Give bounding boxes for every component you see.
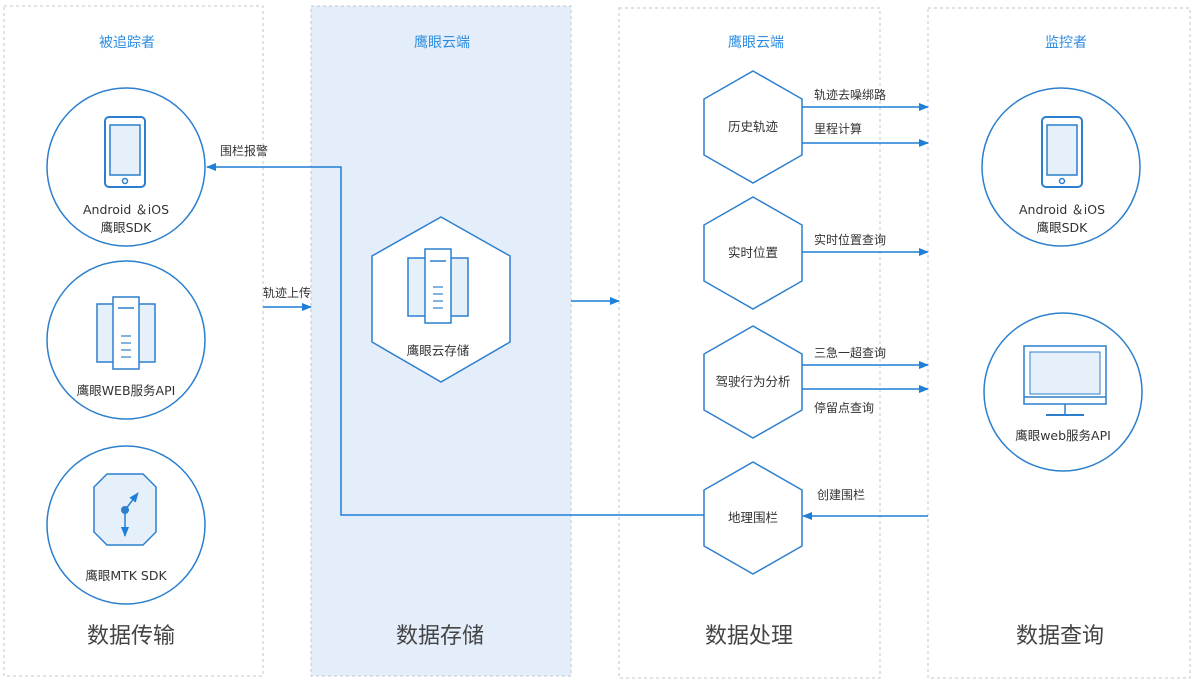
source-mobile-sdk-name: 鹰眼SDK (101, 220, 153, 235)
process-geofence-node[interactable]: 地理围栏 (703, 461, 803, 575)
track-upload-label: 轨迹上传 (263, 285, 311, 300)
cloud-storage-server-icon (407, 248, 469, 324)
smartphone-icon (104, 116, 146, 188)
desktop-monitor-icon (1023, 345, 1107, 416)
source-mtk-sdk-label: 鹰眼MTK SDK (85, 568, 167, 583)
mileage-label: 里程计算 (814, 121, 862, 136)
source-mobile-sdk-platforms: Android ＆iOS (83, 202, 169, 217)
source-web-api-node[interactable]: 鹰眼WEB服务API (46, 260, 206, 420)
column-footer-processing: 数据处理 (705, 624, 793, 649)
fence-alarm-label: 围栏报警 (220, 143, 268, 158)
server-stack-icon (96, 296, 156, 370)
process-geofence-label: 地理围栏 (728, 510, 778, 525)
storage-node[interactable]: 鹰眼云存储 (371, 216, 511, 383)
denoise-label: 轨迹去噪绑路 (814, 87, 886, 102)
source-mtk-sdk-node[interactable]: 鹰眼MTK SDK (46, 445, 206, 605)
stop-point-query-label: 停留点查询 (814, 400, 874, 415)
process-history-track-label: 历史轨迹 (728, 119, 779, 134)
realtime-query-label: 实时位置查询 (814, 232, 886, 247)
panel-data-query (927, 7, 1191, 679)
consumer-web-api-node[interactable]: 鹰眼web服务API (983, 312, 1143, 472)
process-realtime-location-label: 实时位置 (728, 245, 778, 260)
fence-alarm-arrow (206, 163, 704, 516)
panel-data-transmission (3, 5, 264, 677)
column-footer-query: 数据查询 (1016, 624, 1104, 649)
column-header-monitor: 监控者 (1045, 35, 1087, 51)
panel-data-processing (618, 7, 881, 679)
storage-label: 鹰眼云存储 (407, 343, 470, 358)
smartphone-icon (1041, 116, 1083, 188)
process-history-track-node[interactable]: 历史轨迹 (703, 70, 803, 184)
process-driving-behavior-label: 驾驶行为分析 (715, 374, 790, 389)
column-header-cloud-processing: 鹰眼云端 (728, 35, 784, 51)
column-footer-transmission: 数据传输 (87, 624, 175, 649)
consumer-mobile-sdk-name: 鹰眼SDK (1037, 220, 1089, 235)
column-footer-storage: 数据存储 (396, 624, 484, 649)
consumer-web-api-label: 鹰眼web服务API (1015, 428, 1111, 443)
column-header-tracked: 被追踪者 (99, 35, 155, 51)
three-urgent-query-label: 三急一超查询 (814, 345, 886, 360)
column-header-cloud-storage: 鹰眼云端 (414, 35, 470, 51)
chip-compass-icon (93, 473, 157, 546)
process-realtime-location-node[interactable]: 实时位置 (703, 196, 803, 310)
create-fence-label: 创建围栏 (817, 487, 865, 502)
source-web-api-label: 鹰眼WEB服务API (77, 383, 176, 398)
process-driving-behavior-node[interactable]: 驾驶行为分析 (703, 325, 803, 439)
consumer-mobile-sdk-node[interactable]: Android ＆iOS 鹰眼SDK (981, 87, 1141, 247)
source-mobile-sdk-node[interactable]: Android ＆iOS 鹰眼SDK (46, 87, 206, 247)
consumer-mobile-sdk-platforms: Android ＆iOS (1019, 202, 1105, 217)
